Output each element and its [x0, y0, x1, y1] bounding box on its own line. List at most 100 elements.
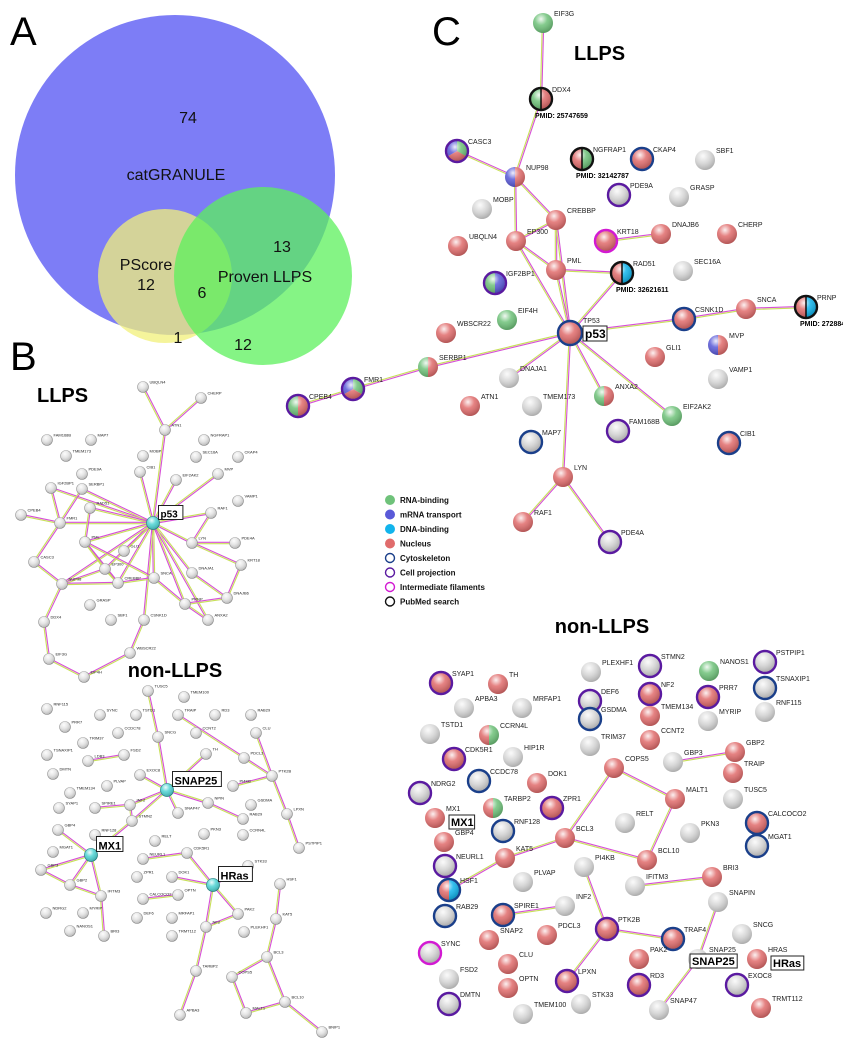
node-ifitm3[interactable]: IFITM3	[625, 874, 668, 896]
node-cdk5r1[interactable]: CDK5R1	[181, 846, 211, 859]
node-fmr1[interactable]: FMR1	[340, 376, 383, 402]
node-crebbp[interactable]: CREBBP	[546, 208, 596, 230]
node-tusc5[interactable]: TUSC5	[142, 684, 169, 697]
node-igf2bp1[interactable]: IGF2BP1	[482, 270, 535, 296]
node-dmtn[interactable]: DMTN	[436, 991, 480, 1017]
node-plexhf1[interactable]: PLEXHF1	[581, 660, 633, 682]
node-dnaja1[interactable]: DNAJA1	[186, 566, 215, 579]
node-eif3g[interactable]: EIF3G	[43, 652, 68, 665]
node-rnf128[interactable]: RNF128	[490, 818, 540, 844]
node-tmem134[interactable]: TMEM134	[64, 786, 96, 799]
node-ccdc78[interactable]: CCDC78	[112, 726, 142, 739]
node-tusc5[interactable]: TUSC5	[723, 787, 767, 809]
hub-p53[interactable]: p53	[146, 505, 184, 530]
node-clu[interactable]: CLU	[498, 952, 533, 974]
node-cib1[interactable]: CIB1	[134, 465, 157, 478]
node-sbf1[interactable]: SBF1	[695, 148, 734, 170]
node-pdcl3[interactable]: PDCL3	[238, 751, 265, 764]
node-raf1[interactable]: RAF1	[513, 510, 552, 532]
node-lpxn[interactable]: LPXN	[554, 968, 596, 994]
node-cpeb4[interactable]: CPEB4	[15, 508, 42, 521]
node-anxa2[interactable]: ANXA2	[202, 613, 229, 626]
node-spire1[interactable]: SPIRE1	[89, 801, 117, 814]
node-traip[interactable]: TRAIP	[172, 708, 197, 721]
node-dnaja1[interactable]: DNAJA1	[499, 366, 547, 388]
node-exoc8[interactable]: EXOC8	[724, 972, 772, 998]
node-gli1[interactable]: GLI1	[645, 345, 681, 367]
node-eif2ak2[interactable]: EIF2AK2	[170, 473, 200, 486]
node-fam168b[interactable]: FAM168B	[41, 433, 72, 446]
node-apba3[interactable]: APBA3	[174, 1008, 201, 1021]
node-npin[interactable]: NPIN	[202, 796, 225, 809]
node-nanos1[interactable]: NANOS1	[699, 659, 749, 681]
node-trim37[interactable]: TRIM37	[580, 734, 626, 756]
node-myrip[interactable]: MYRIP	[698, 709, 742, 731]
node-sbf1[interactable]: SBF1	[105, 613, 129, 626]
node-fsd2[interactable]: FSD2	[439, 967, 478, 989]
node-nup98[interactable]: NUP98	[505, 165, 549, 187]
node-ccdc78[interactable]: CCDC78	[466, 768, 518, 794]
node-mrfap1[interactable]: MRFAP1	[166, 911, 196, 924]
node-sncg[interactable]: SNCG	[152, 730, 177, 743]
node-pde4a[interactable]: PDE4A	[229, 536, 255, 549]
node-csnk1d[interactable]: CSNK1D	[138, 613, 167, 626]
node-grasp[interactable]: GRASP	[84, 598, 111, 611]
node-cherp[interactable]: CHERP	[717, 222, 763, 244]
node-ngfrap1[interactable]: NGFRAP1	[198, 433, 231, 446]
node-nf2[interactable]: NF2	[637, 681, 674, 707]
node-prr7[interactable]: PRR7	[695, 684, 738, 710]
node-ifitm3[interactable]: IFITM3	[95, 889, 121, 902]
node-prr7[interactable]: PRR7	[59, 720, 83, 733]
node-gsdma[interactable]: GSDMA	[245, 798, 273, 811]
node-tarbp2[interactable]: TARBP2	[483, 796, 531, 818]
node-trim37[interactable]: TRIM37	[77, 736, 105, 749]
node-mgat1[interactable]: MGAT1	[744, 833, 792, 859]
node-stk33[interactable]: STK33	[571, 992, 614, 1014]
node-tmem100[interactable]: TMEM100	[178, 690, 210, 703]
node-snapin[interactable]: SNAPIN	[708, 890, 755, 912]
node-sec16a[interactable]: SEC16A	[190, 450, 219, 463]
node-snap2[interactable]: SNAP2	[479, 928, 523, 950]
node-myrip[interactable]: MYRIP	[77, 906, 103, 919]
node-hsf1[interactable]: HSF1	[274, 877, 298, 890]
node-mgat1[interactable]: MGAT1	[47, 845, 74, 858]
node-ccrn4l[interactable]: CCRN4L	[237, 828, 267, 841]
node-th[interactable]: TH	[488, 672, 518, 694]
node-vamp1[interactable]: VAMP1	[708, 367, 752, 389]
node-rnf115[interactable]: RNF115	[755, 700, 802, 722]
node-ckap4[interactable]: CKAP4	[232, 450, 259, 463]
node-sec16a[interactable]: SEC16A	[673, 259, 721, 281]
node-hip1r[interactable]: HIP1R	[503, 745, 545, 767]
node-pkn3[interactable]: PKN3	[680, 821, 719, 843]
node-nanos1[interactable]: NANOS1	[64, 924, 94, 937]
node-pstpip1[interactable]: PSTPIP1	[293, 841, 323, 854]
node-inf2[interactable]: INF2	[124, 798, 146, 811]
node-pi4kb[interactable]: PI4KB	[227, 779, 252, 792]
node-ep300[interactable]: EP300	[99, 562, 125, 575]
node-snca[interactable]: SNCA	[148, 571, 172, 584]
node-rd3[interactable]: RD3	[626, 972, 664, 998]
node-pde4a[interactable]: PDE4A	[597, 529, 644, 555]
node-map7[interactable]: MAP7	[85, 433, 110, 446]
node-cherp[interactable]: CHERP	[195, 391, 222, 404]
node-clu[interactable]: CLU	[250, 726, 271, 739]
node-mx1[interactable]: MX1	[425, 806, 461, 828]
node-dnajb6[interactable]: DNAJB6	[651, 222, 699, 244]
node-tsnaxip1[interactable]: TSNAXIP1	[752, 675, 810, 701]
node-cops5[interactable]: COPS5	[604, 756, 649, 778]
node-plekhf1[interactable]: PLEKHF1	[238, 925, 270, 938]
node-th[interactable]: TH	[200, 747, 218, 760]
node-ndrg2[interactable]: NDRG2	[407, 780, 456, 806]
node-optn[interactable]: OPTN	[172, 888, 196, 901]
node-spire1[interactable]: SPIRE1	[490, 902, 539, 928]
node-def6[interactable]: DEF6	[577, 688, 619, 714]
node-anxa2[interactable]: ANXA2	[594, 384, 638, 406]
node-bcl10[interactable]: BCL10	[637, 848, 680, 870]
node-tmem173[interactable]: TMEM173	[522, 394, 575, 416]
node-ccnt2[interactable]: CCNT2	[640, 728, 684, 750]
node-fsd2[interactable]: FSD2	[118, 748, 142, 761]
